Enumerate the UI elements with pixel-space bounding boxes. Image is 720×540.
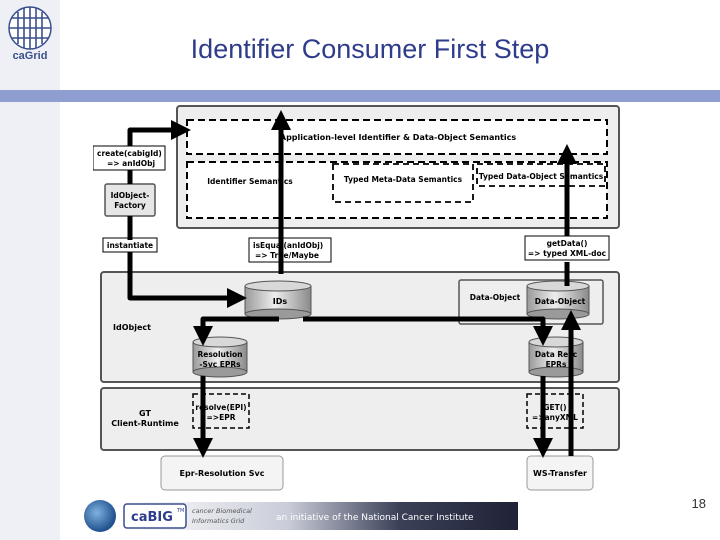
ws-transfer-label: WS-Transfer [533,469,587,478]
architecture-diagram: Application-level Identifier & Data-Obje… [92,100,627,493]
app-semantics-box [186,119,608,155]
diagram-svg: Application-level Identifier & Data-Obje… [92,105,620,491]
factory-line-2: Factory [114,201,146,210]
top-loop-arrow [127,120,191,146]
resolution-cylinder [192,336,248,378]
cabig-sub-2: Informatics Grid [192,517,245,525]
data-object-box-label: Data-Object [470,293,521,302]
cabig-tm: TM [176,508,184,514]
instantiate-label: instantiate [107,241,153,250]
idobject-label: IdObject [113,323,151,332]
page-title: Identifier Consumer First Step [190,34,550,64]
gt-line-1: GT [139,409,151,418]
data-resc-line-2: EPRs [546,360,567,369]
ids-label: IDs [273,297,288,306]
resolve-box [192,393,250,429]
footer-banner-svg: caBIG TM cancer Biomedical Informatics G… [84,500,518,532]
ids-to-resolution-arrow [193,316,279,346]
flow-arrows [127,110,581,458]
data-object-box [458,279,604,325]
footer-tagline: an initiative of the National Cancer Ins… [276,513,474,523]
globe-grid-icon [8,6,52,50]
accent-bar-left [0,90,60,102]
instantiate-to-ids-arrow [127,252,247,308]
app-semantics-label: Application-level Identifier & Data-Obje… [280,133,516,142]
isequal-line-1: isEqual(anIdObj) [253,241,323,250]
typed-data-object-label: Typed Data-Object Semantics [479,172,604,181]
ws-transfer-box [526,455,594,491]
identifier-semantics-label: Identifier Semantics [207,177,293,186]
factory-line-1: IdObject- [111,191,150,200]
data-resc-line-1: Data Resc [535,350,577,359]
epr-svc-label: Epr-Resolution Svc [180,469,265,478]
create-line-2: => anIdObj [107,159,155,168]
cagrid-logo [4,4,56,70]
earth-icon [84,500,116,532]
ids-to-dataresc-arrow [303,316,553,346]
get-box [526,393,584,429]
isequal-callout [248,237,332,263]
typed-meta-box [332,163,474,203]
get-line-2: =>anyXML [532,413,578,422]
getdata-line-2: => typed XML-doc [528,249,606,258]
resolution-line-1: Resolution [197,350,242,359]
banner-band [122,502,518,530]
footer-banner: caBIG TM cancer Biomedical Informatics G… [82,498,518,534]
resolve-line-2: =>EPR [207,413,236,422]
factory-box [104,183,156,217]
getdata-line-1: getData() [547,239,588,248]
logo-text: caGrid [12,50,48,62]
resolution-line-2: -Svc EPRs [199,360,241,369]
gt-line-2: Client-Runtime [111,419,179,428]
resolve-line-1: resolve(EPI) [195,403,246,412]
get-line-1: GET() [543,403,566,412]
page-number: 18 [691,496,706,511]
data-object-cyl-label: Data-Object [535,297,586,306]
create-line-1: create(cabigId) [97,149,162,158]
cabig-brand: caBIG [131,510,173,525]
sidebar [0,0,60,540]
gt-runtime-panel [100,387,620,451]
accent-bar [60,90,720,102]
epr-svc-box [160,455,284,491]
isequal-line-2: => True/Maybe [255,251,319,260]
cabig-sub-1: cancer Biomedical [192,507,252,515]
typed-meta-label: Typed Meta-Data Semantics [344,175,463,184]
typed-data-object-box [476,163,606,187]
cabig-badge [123,503,187,529]
